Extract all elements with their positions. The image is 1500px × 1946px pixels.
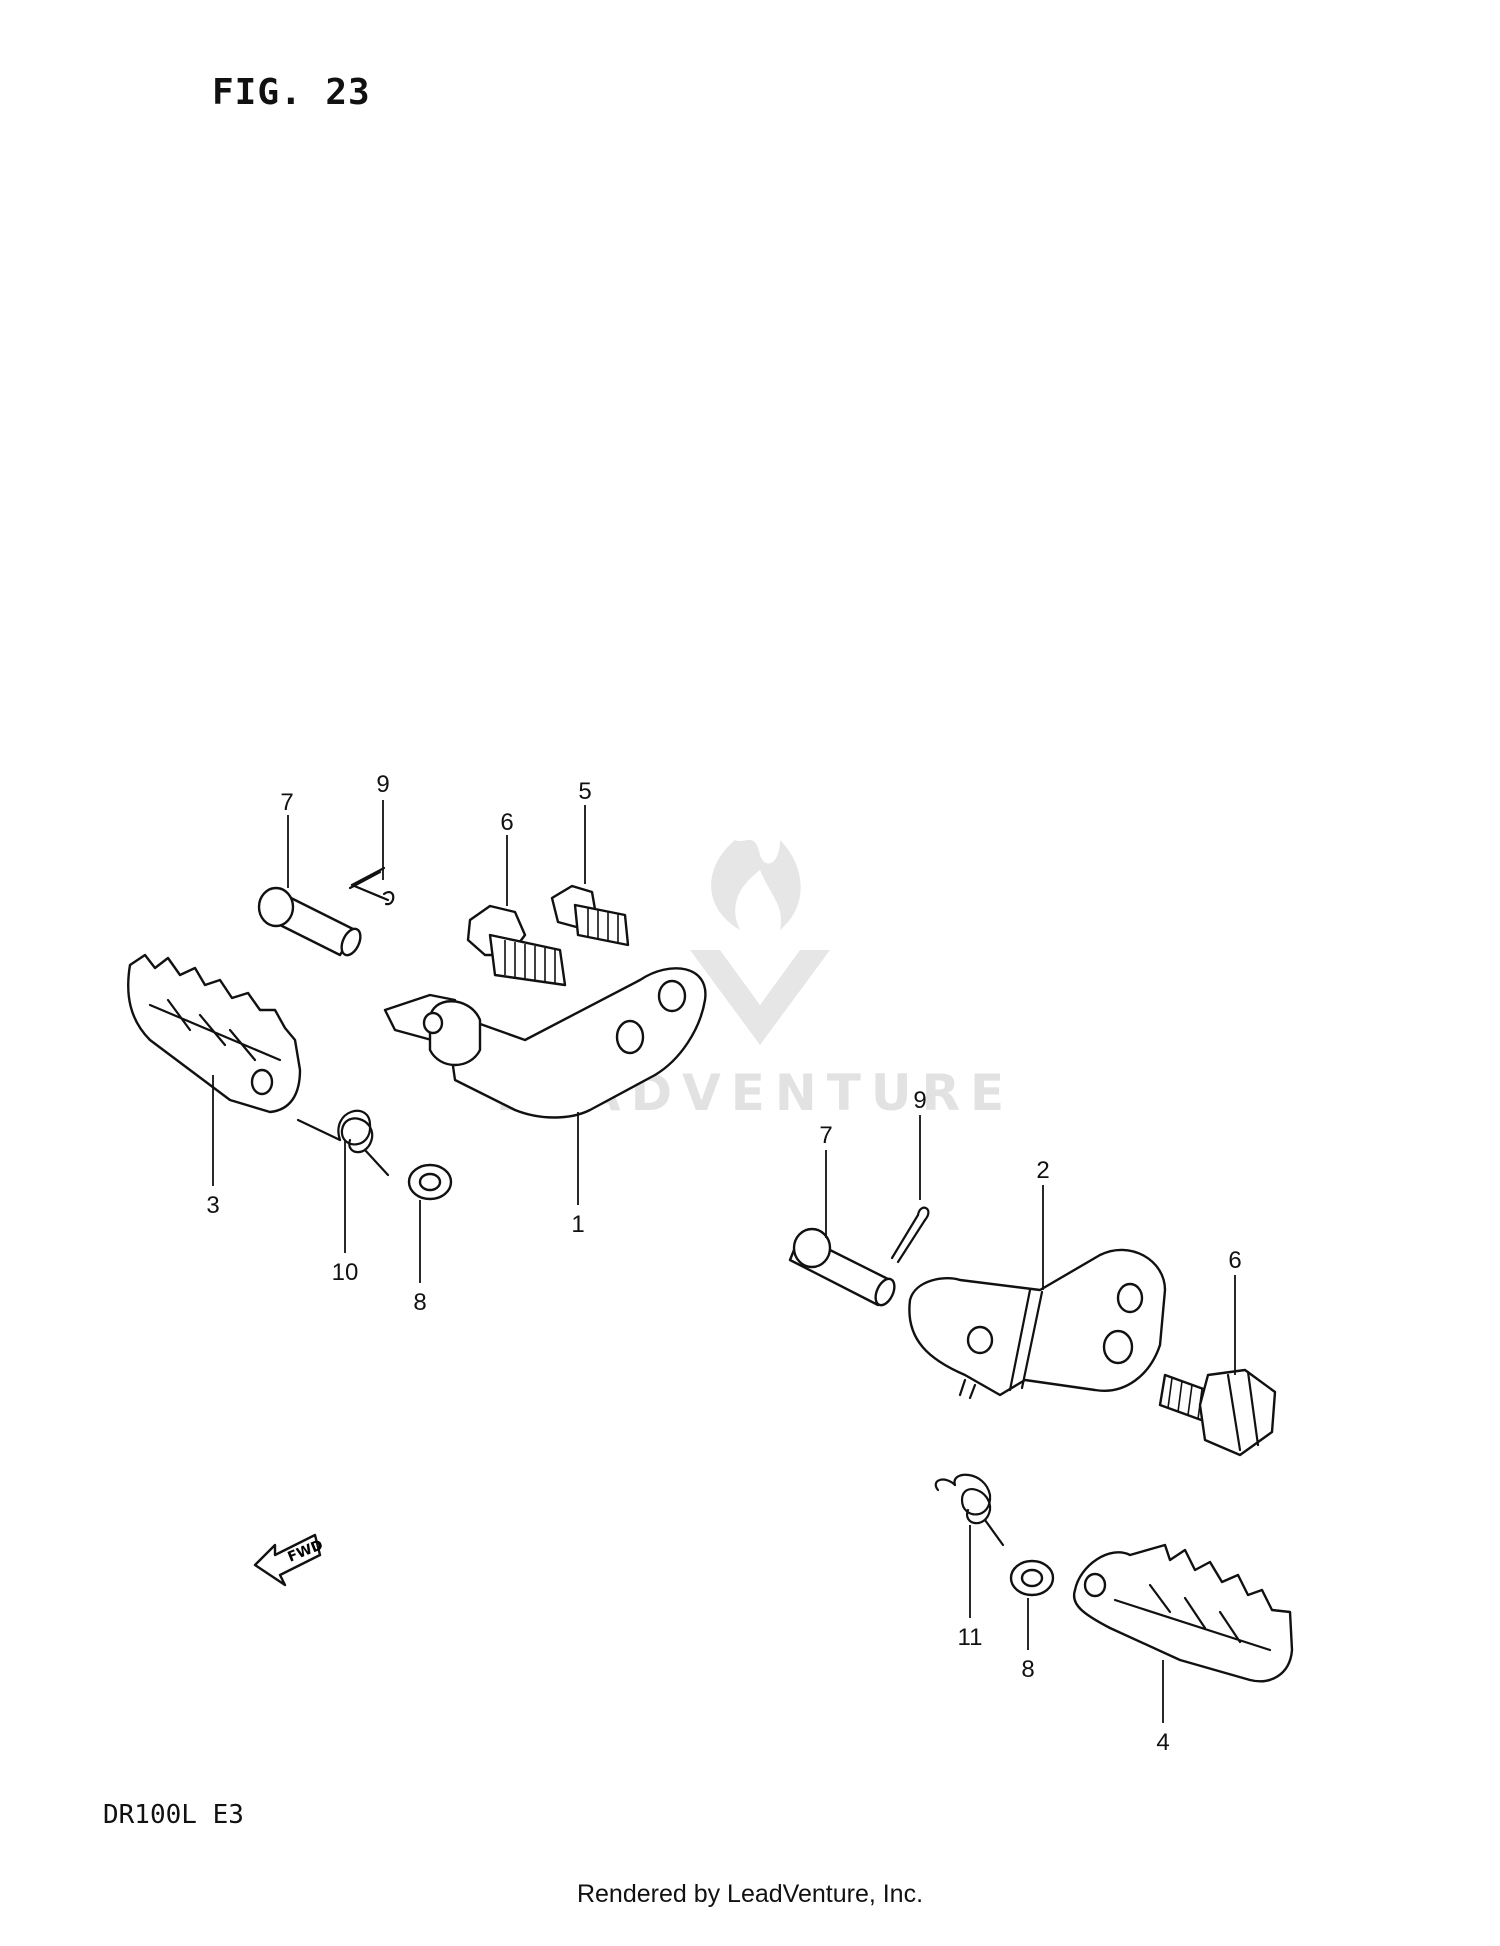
flange-bolt-left (466, 904, 567, 987)
footer-credit: Rendered by LeadVenture, Inc. (576, 1880, 924, 1908)
callout-2: 2 (1036, 1157, 1049, 1184)
callout-8-left: 8 (413, 1289, 426, 1316)
clevis-pin-right (788, 1227, 896, 1307)
cotter-pin-left (348, 866, 395, 906)
callout-8-right: 8 (1021, 1656, 1034, 1683)
flange-bolt-right (1158, 1368, 1277, 1457)
forward-direction-marker: FWD (253, 1533, 325, 1587)
callout-10: 10 (332, 1259, 359, 1286)
callout-11: 11 (958, 1624, 983, 1651)
callout-9-right: 9 (913, 1087, 926, 1114)
callout-6-left: 6 (500, 809, 513, 836)
figure-title: FIG. 23 (212, 72, 371, 113)
foot-peg-right (1072, 1543, 1294, 1683)
callout-6-right: 6 (1228, 1247, 1241, 1274)
leader-lines (212, 800, 1236, 1723)
bolt-5 (550, 884, 630, 947)
footrest-bracket-left (383, 967, 707, 1119)
callout-7-right: 7 (819, 1122, 832, 1149)
model-code: DR100L E3 (103, 1800, 244, 1830)
callout-4: 4 (1156, 1729, 1169, 1756)
callout-3: 3 (206, 1192, 219, 1219)
callout-numbers: 7 9 6 5 3 1 10 8 7 9 2 6 11 8 4 (206, 771, 1241, 1756)
callout-7-left: 7 (280, 789, 293, 816)
foot-peg-left (127, 953, 302, 1114)
footrest-bracket-right (908, 1248, 1167, 1400)
callout-1: 1 (571, 1211, 584, 1238)
cotter-pin-right (890, 1206, 930, 1264)
washer-right (1009, 1559, 1055, 1597)
washer-left (407, 1163, 453, 1201)
clevis-pin-left (257, 886, 362, 957)
spring-left (296, 1109, 390, 1177)
spring-right (934, 1473, 1005, 1547)
callout-9-left: 9 (376, 771, 389, 798)
callout-5: 5 (578, 778, 591, 805)
